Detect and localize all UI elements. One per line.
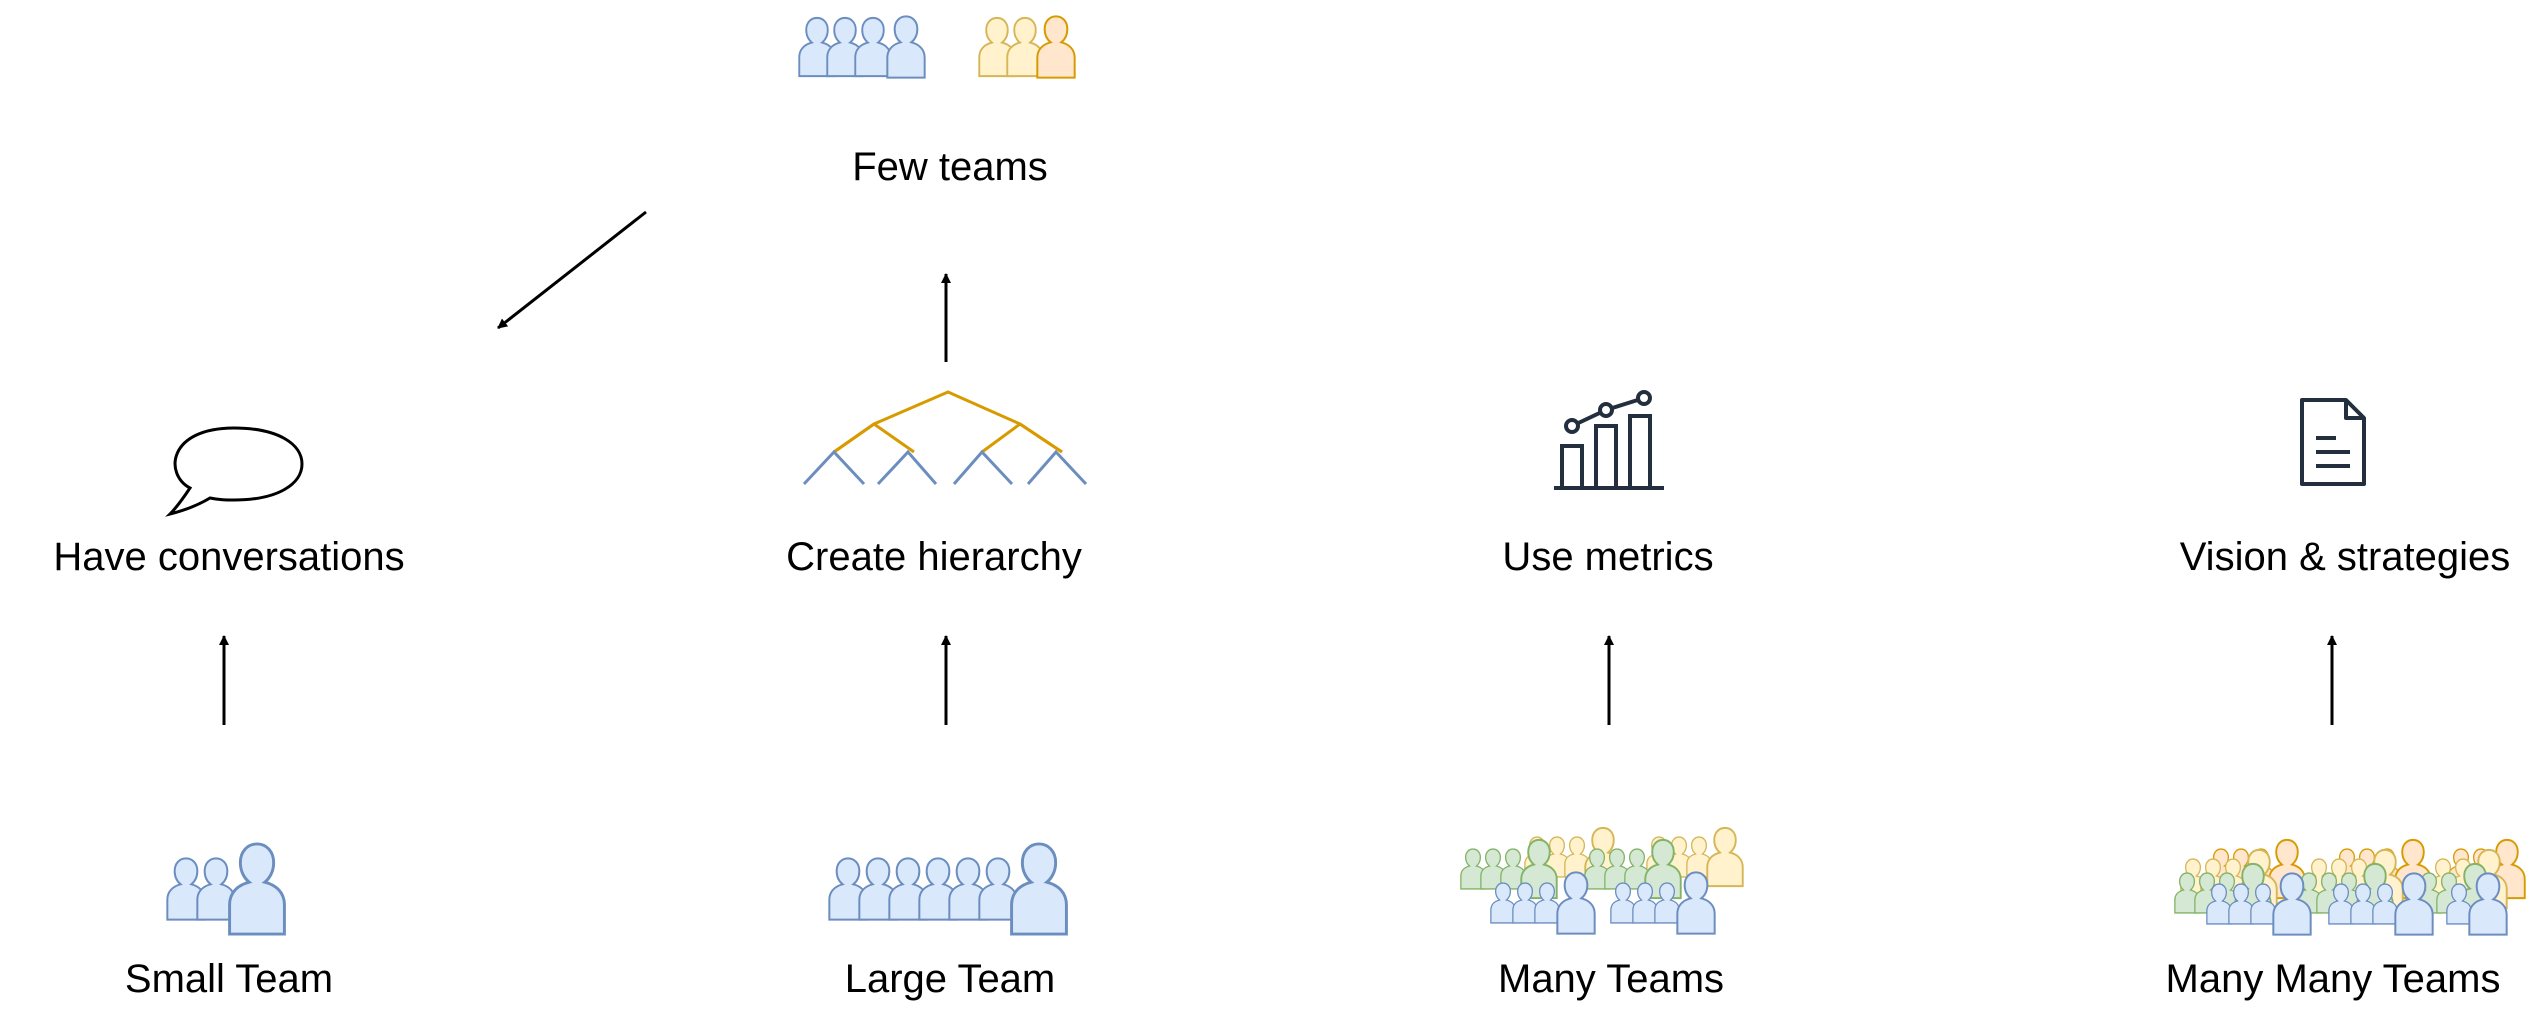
- bar-chart-icon: [1554, 390, 1664, 490]
- people-large-team: [828, 842, 1068, 936]
- label-small-team: Small Team: [124, 957, 334, 1001]
- label-few-teams: Few teams: [852, 145, 1048, 189]
- speech-bubble-icon: [165, 426, 304, 517]
- document-icon: [2300, 398, 2366, 486]
- people-many-teams: [1460, 826, 1744, 935]
- label-have-conversations: Have conversations: [53, 535, 405, 579]
- label-vision-strategies: Vision & strategies: [2179, 535, 2511, 579]
- label-use-metrics: Use metrics: [1502, 535, 1714, 579]
- hierarchy-tree-icon: [802, 390, 1088, 486]
- label-many-many-teams: Many Many Teams: [2165, 957, 2501, 1001]
- people-many-many-teams: [2174, 838, 2526, 936]
- people-small-team: [166, 842, 286, 936]
- people-few-teams: [798, 16, 1076, 77]
- label-create-hierarchy: Create hierarchy: [786, 535, 1082, 579]
- arrows: [219, 210, 2337, 725]
- arrow-few-teams-to-conversations: [497, 210, 647, 330]
- label-large-team: Large Team: [844, 957, 1056, 1001]
- label-many-teams: Many Teams: [1497, 957, 1725, 1001]
